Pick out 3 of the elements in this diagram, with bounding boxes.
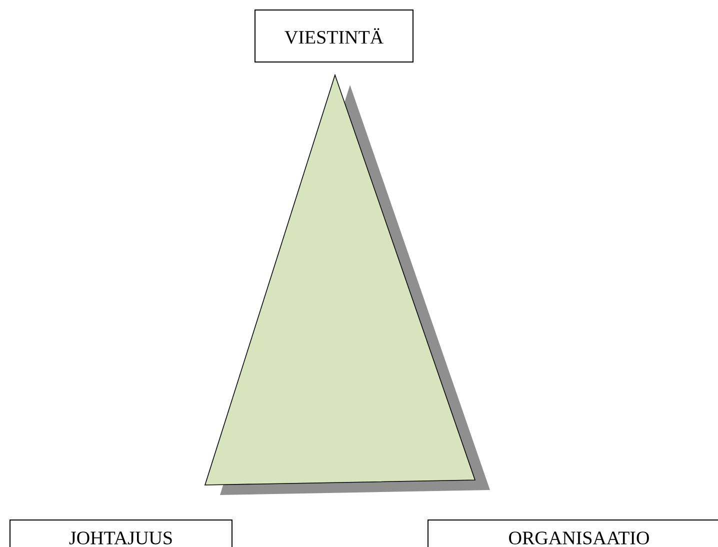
label-box: VIESTINTÄ [254,10,414,62]
label-box: ORGANISAATIO [428,520,718,547]
label-box: JOHTAJUUS [10,520,232,547]
